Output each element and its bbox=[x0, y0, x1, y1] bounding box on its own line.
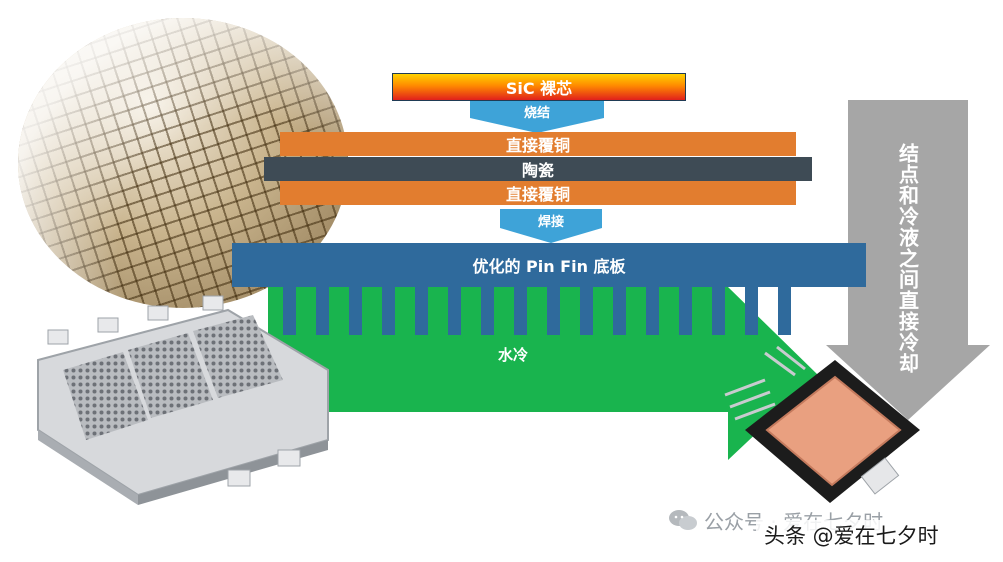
solder-label: 焊接 bbox=[537, 215, 564, 230]
pin-fin bbox=[712, 287, 725, 335]
sinter-arrow bbox=[470, 101, 604, 133]
pin-fin bbox=[415, 287, 428, 335]
direct-cooling-arrow-shape bbox=[826, 100, 990, 420]
direct-copper-top-layer: 直接覆铜 bbox=[280, 132, 796, 156]
direct-cooling-label: 结点和冷液之间直接冷却 bbox=[895, 142, 920, 374]
power-module-image bbox=[724, 345, 920, 503]
pin-fin bbox=[316, 287, 329, 335]
pin-fin bbox=[349, 287, 362, 335]
pin-fin bbox=[679, 287, 692, 335]
pin-fin bbox=[481, 287, 494, 335]
toutiao-byline: 头条 @爱在七夕时 bbox=[756, 520, 947, 550]
pin-fin bbox=[382, 287, 395, 335]
pin-fin bbox=[448, 287, 461, 335]
pin-fin bbox=[514, 287, 527, 335]
ceramic-layer: 陶瓷 bbox=[264, 157, 812, 181]
pin-fin bbox=[547, 287, 560, 335]
direct-copper-bottom-layer: 直接覆铜 bbox=[280, 181, 796, 205]
pin-fin bbox=[745, 287, 758, 335]
sic-die-layer: SiC 裸芯 bbox=[392, 73, 686, 101]
pin-fin bbox=[613, 287, 626, 335]
pin-fin bbox=[646, 287, 659, 335]
sinter-label: 烧结 bbox=[523, 106, 550, 121]
pin-fin-baseplate: 优化的 Pin Fin 底板 bbox=[232, 243, 866, 287]
wechat-icon bbox=[669, 510, 697, 530]
pin-fin bbox=[778, 287, 791, 335]
pin-fin bbox=[283, 287, 296, 335]
solder-arrow bbox=[500, 209, 602, 243]
pin-fin-module-image bbox=[37, 295, 329, 505]
pin-fin bbox=[580, 287, 593, 335]
water-cooling-label: 水冷 bbox=[498, 346, 529, 364]
